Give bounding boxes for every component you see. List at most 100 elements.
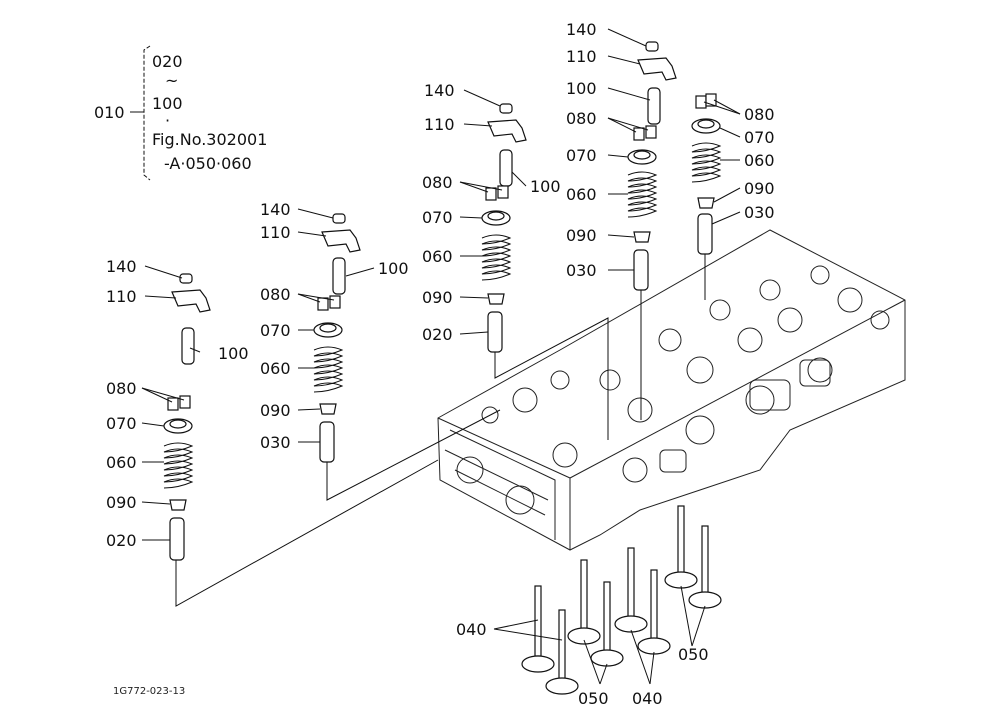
callout-label: 100 <box>530 177 561 196</box>
retainer-icon <box>481 210 511 226</box>
valve-icon <box>688 525 722 609</box>
spring-icon <box>627 171 658 218</box>
callout-label: 080 <box>260 285 291 304</box>
group-line-2: ~ <box>165 71 178 90</box>
callout-label: 110 <box>260 223 291 242</box>
callout-label: 090 <box>744 179 775 198</box>
valve-assembly-2 <box>313 213 501 501</box>
spring-icon <box>313 346 344 393</box>
callout-label: 030 <box>566 261 597 280</box>
seal-icon <box>319 403 337 415</box>
valve-icon <box>545 609 579 695</box>
leader-lines <box>141 28 741 685</box>
group-line-5: Fig.No.302001 <box>152 130 267 149</box>
pin-icon <box>499 149 513 187</box>
figure-code: 1G772-023-13 <box>113 686 185 697</box>
callout-label: 080 <box>106 379 137 398</box>
callout-label: 090 <box>422 288 453 307</box>
spring-icon <box>481 234 512 281</box>
retainer-icon <box>627 149 657 165</box>
callouts-assembly-1: 140 110 100 080 070 060 090 020 <box>106 257 249 550</box>
valve-assembly-5 <box>691 93 722 300</box>
guide-icon <box>487 311 503 353</box>
callout-label: 090 <box>260 401 291 420</box>
callout-label: 020 <box>422 325 453 344</box>
callout-label: 080 <box>422 173 453 192</box>
group-label: 010 020 ~ 100 · Fig.No.302001 -A·050·060 <box>94 45 267 181</box>
cap-icon <box>499 103 513 114</box>
callout-label: 060 <box>260 359 291 378</box>
rocker-icon <box>171 289 211 313</box>
group-line-6: -A·050·060 <box>164 154 252 173</box>
callout-label: 040 <box>456 620 487 639</box>
callouts-assembly-2: 140 110 100 080 070 060 090 030 <box>260 200 409 452</box>
valve-icon <box>590 581 624 667</box>
callout-label: 100 <box>378 259 409 278</box>
cap-icon <box>645 41 659 52</box>
collet-icon <box>695 93 717 109</box>
seal-icon <box>169 499 187 511</box>
callout-label: 070 <box>566 146 597 165</box>
group-code: 010 <box>94 103 125 122</box>
callout-label: 140 <box>260 200 291 219</box>
callout-label: 100 <box>566 79 597 98</box>
callout-label: 070 <box>422 208 453 227</box>
callout-label: 030 <box>744 203 775 222</box>
rocker-icon <box>487 119 527 143</box>
pin-icon <box>181 327 195 365</box>
cylinder-head <box>437 229 906 551</box>
valve-icon <box>637 569 671 655</box>
valves <box>521 505 722 695</box>
callout-label: 020 <box>106 531 137 550</box>
guide-icon <box>319 421 335 463</box>
pin-icon <box>332 257 346 295</box>
callouts-assembly-5: 080 070 060 090 030 <box>744 105 775 222</box>
callout-label: 030 <box>260 433 291 452</box>
valve-icon <box>567 559 601 645</box>
callout-label: 140 <box>424 81 455 100</box>
callout-label: 050 <box>678 645 709 664</box>
callout-label: 040 <box>632 689 663 708</box>
callout-label: 080 <box>566 109 597 128</box>
callouts-assembly-4: 140 110 100 080 070 060 090 030 <box>566 20 597 280</box>
guide-icon <box>169 517 185 561</box>
callout-label: 110 <box>566 47 597 66</box>
callout-label: 140 <box>566 20 597 39</box>
rocker-icon <box>321 229 361 253</box>
callout-label: 060 <box>106 453 137 472</box>
callout-label: 080 <box>744 105 775 124</box>
collet-icon <box>633 125 657 141</box>
retainer-icon <box>691 118 721 134</box>
callout-label: 070 <box>744 128 775 147</box>
valve-icon <box>664 505 698 589</box>
collet-icon <box>485 185 509 201</box>
retainer-icon <box>313 322 343 338</box>
callout-label: 070 <box>106 414 137 433</box>
pin-icon <box>647 87 661 125</box>
guide-icon <box>633 249 649 291</box>
valve-assembly-1 <box>163 273 439 607</box>
collet-icon <box>167 395 191 411</box>
group-line-3: 100 <box>152 94 183 113</box>
callout-label: 110 <box>424 115 455 134</box>
retainer-icon <box>163 418 193 434</box>
head-ports <box>456 265 890 515</box>
spring-icon <box>163 442 194 489</box>
callout-label: 060 <box>422 247 453 266</box>
seal-icon <box>697 197 715 209</box>
callout-label: 060 <box>744 151 775 170</box>
callout-label: 090 <box>566 226 597 245</box>
callout-label: 070 <box>260 321 291 340</box>
callouts-assembly-3: 140 110 100 080 070 060 090 020 <box>422 81 561 344</box>
cap-icon <box>179 273 193 284</box>
valve-assembly-4 <box>627 41 677 420</box>
group-line-4: · <box>165 111 170 130</box>
callout-label: 060 <box>566 185 597 204</box>
guide-icon <box>697 213 713 255</box>
valve-icon <box>614 547 648 633</box>
valve-assembly-3 <box>481 103 609 440</box>
seal-icon <box>633 231 651 243</box>
rocker-icon <box>637 57 677 81</box>
seal-icon <box>487 293 505 305</box>
